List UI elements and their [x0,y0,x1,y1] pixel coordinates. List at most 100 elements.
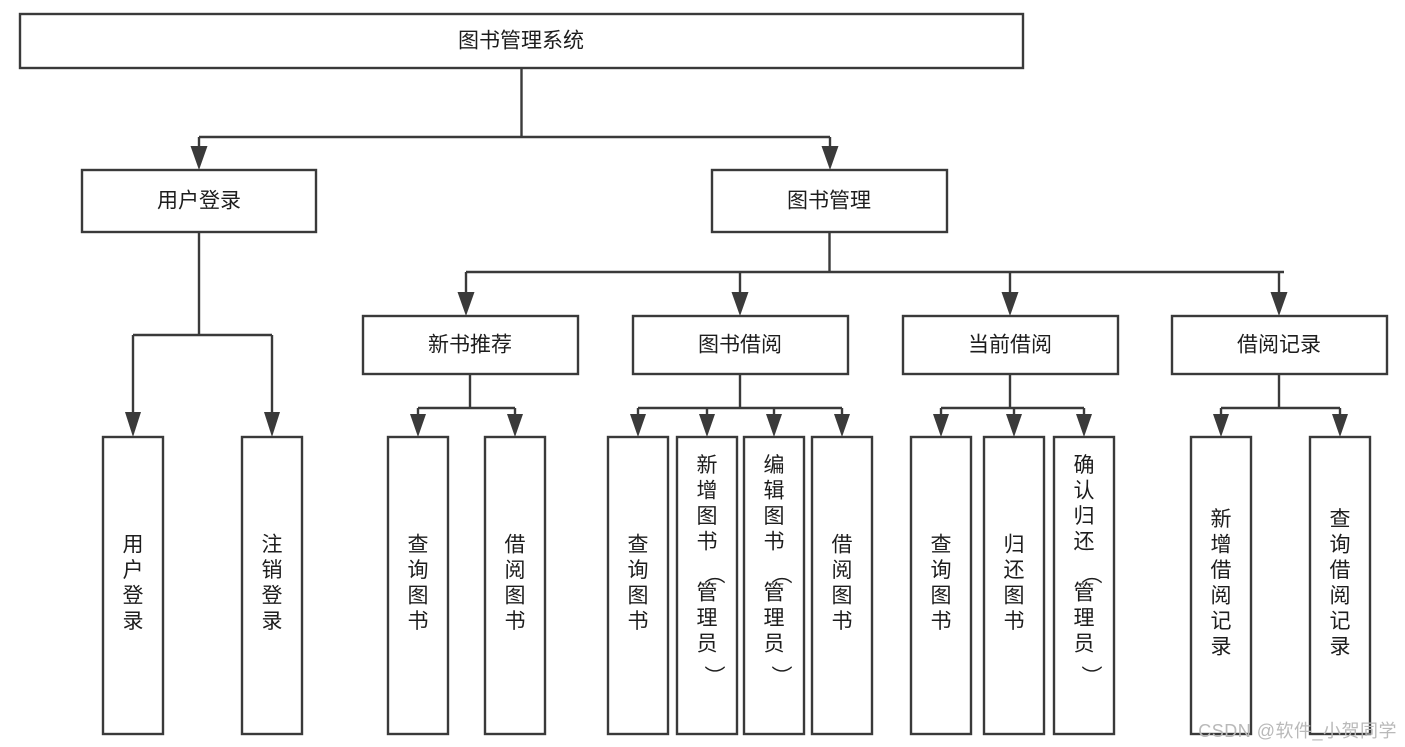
leaf-label-char: 阅 [505,559,526,582]
leaf-label-char: 确 [1074,454,1095,477]
node-leaf-borrow-book-2-box[interactable] [810,435,874,736]
leaf-label-char: 录 [262,610,283,633]
leaf-label-char: 还 [1004,559,1025,582]
leaf-label-char: 归 [1004,533,1025,556]
arrowhead-leaf-return-book [1006,414,1022,437]
connector-borrowrecord-to-leaves [1213,374,1348,437]
connectors-group [125,68,1348,437]
leaf-label-char: 图 [1004,584,1025,607]
node-book-manage-box[interactable] [710,168,949,234]
node-leaf-query-book-3-box[interactable] [909,435,973,736]
leaf-label-char: 查 [931,533,952,556]
leaf-label-char: 图 [628,584,649,607]
node-new-book-recommend[interactable]: 新书推荐 [361,314,580,376]
leaf-label-char: 户 [123,559,144,582]
leaf-label-char: 书 [505,610,526,633]
node-book-manage[interactable]: 图书管理 [710,168,949,234]
leaf-label-char: 理 [697,607,718,630]
leaf-label-char: 图 [764,505,785,528]
arrowhead-leaf-query-book-2 [630,414,646,437]
leaf-label-char: 员 [764,632,785,655]
node-book-borrow[interactable]: 图书借阅 [631,314,850,376]
leaf-label-char: 书 [764,530,785,553]
leaf-label-char: 借 [1211,559,1232,582]
node-leaf-add-record-box[interactable] [1189,435,1253,736]
leaf-label-char: 登 [123,584,144,607]
node-book-borrow-box[interactable] [631,314,850,376]
node-leaf-edit-book-box[interactable] [742,435,806,736]
leaf-label-char: 查 [1330,508,1351,531]
node-current-borrow[interactable]: 当前借阅 [901,314,1120,376]
leaf-label-char: （ [702,563,725,584]
node-user-login-box[interactable] [80,168,318,234]
leaf-label-char: 理 [764,607,785,630]
leaf-label-char: 询 [628,559,649,582]
leaf-label-char: ） [702,665,725,686]
leaf-label-char: 询 [1330,533,1351,556]
node-book-manage-label: 图书管理 [787,190,871,213]
leaf-label-char: 新 [1211,508,1232,531]
leaf-label-char: ） [1079,665,1102,686]
leaf-label-char: 借 [1330,559,1351,582]
node-borrow-record-label: 借阅记录 [1237,334,1321,357]
leaf-label-char: 管 [1074,581,1095,604]
arrowhead-leaf-add-book [699,414,715,437]
node-leaf-logout-box[interactable] [240,435,304,736]
node-root[interactable]: 图书管理系统 [18,12,1025,70]
leaf-label-char: 录 [123,610,144,633]
leaf-label-char: 图 [931,584,952,607]
leaf-label-char: （ [769,563,792,584]
node-user-login-label: 用户登录 [157,190,241,213]
leaf-label-char: 图 [408,584,429,607]
leaf-label-char: 阅 [832,559,853,582]
arrowhead-leaf-query-record [1332,414,1348,437]
leaf-label-char: 书 [931,610,952,633]
leaf-label-char: 销 [262,559,283,582]
arrowhead-user-login [190,146,208,170]
connector-currentborrow-to-leaves [933,374,1092,437]
arrowhead-leaf-logout [264,412,280,437]
leaf-label-char: 录 [1330,635,1351,658]
connector-newbook-to-leaves [410,374,523,437]
node-root-label: 图书管理系统 [458,30,584,53]
leaf-label-char: 增 [1211,533,1232,556]
arrowhead-borrow-record [1270,292,1288,316]
connector-userlogin-to-leaves [125,232,280,437]
node-borrow-record[interactable]: 借阅记录 [1170,314,1389,376]
leaf-label-char: 书 [832,610,853,633]
node-leaf-add-book-box[interactable] [675,435,739,736]
node-leaf-return-book-box[interactable] [982,435,1046,736]
node-leaf-borrow-book-1-box[interactable] [483,435,547,736]
leaf-label-char: 书 [628,610,649,633]
leaf-label-char: 查 [408,533,429,556]
leaf-label-char: 询 [408,559,429,582]
node-new-book-recommend-box[interactable] [361,314,580,376]
node-leaf-query-record-box[interactable] [1308,435,1372,736]
node-borrow-record-box[interactable] [1170,314,1389,376]
leaf-label-char: 增 [697,479,718,502]
leaf-label-char: 图 [832,584,853,607]
watermark-text: CSDN @软件_小贺同学 [1198,721,1397,741]
node-leaf-user-login-box[interactable] [101,435,165,736]
arrowhead-new-book-recommend [457,292,475,316]
node-leaf-confirm-return-box[interactable] [1052,435,1116,736]
node-root-box[interactable] [18,12,1025,70]
leaf-label-char: 图 [505,584,526,607]
leaf-label-char: 书 [697,530,718,553]
node-current-borrow-label: 当前借阅 [968,334,1052,357]
node-leaf-query-book-1-box[interactable] [386,435,450,736]
node-leaf-query-book-2-box[interactable] [606,435,670,736]
connector-root-to-level2 [190,68,839,170]
leaf-label-char: （ [1079,563,1102,584]
arrowhead-current-borrow [1001,292,1019,316]
arrowhead-leaf-confirm-return [1076,414,1092,437]
arrowhead-leaf-query-book-1 [410,414,426,437]
leaf-boxes-group [101,435,1372,736]
leaf-label-char: 归 [1074,505,1095,528]
leaf-label-char: 书 [408,610,429,633]
node-current-borrow-box[interactable] [901,314,1120,376]
leaf-label-char: 注 [262,533,283,556]
node-user-login[interactable]: 用户登录 [80,168,318,234]
arrowhead-leaf-user-login [125,412,141,437]
